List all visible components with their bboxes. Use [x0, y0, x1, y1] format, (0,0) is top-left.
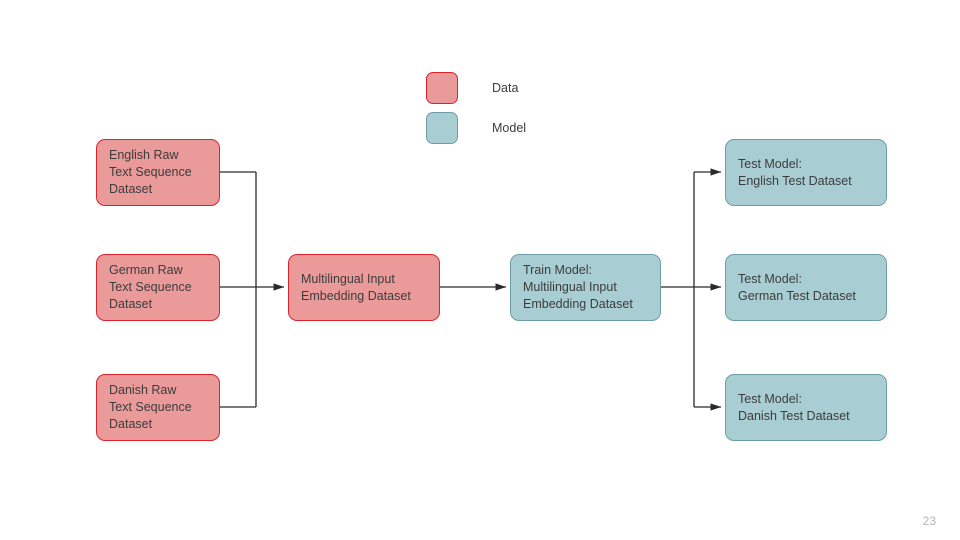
node-test-model-english[interactable]: Test Model: English Test Dataset	[725, 139, 887, 206]
legend-item-model: Model	[426, 108, 526, 148]
node-line: Text Sequence	[109, 280, 192, 294]
node-line: Embedding Dataset	[523, 297, 633, 311]
node-multilingual-embedding-dataset[interactable]: Multilingual Input Embedding Dataset	[288, 254, 440, 321]
node-line: Danish Test Dataset	[738, 408, 850, 423]
legend-swatch-data	[426, 72, 458, 104]
node-line: German Raw	[109, 263, 183, 277]
node-line: Multilingual Input	[301, 271, 395, 286]
legend: Data Model	[426, 68, 526, 148]
node-test-model-danish[interactable]: Test Model: Danish Test Dataset	[725, 374, 887, 441]
node-line: Multilingual Input	[523, 280, 617, 294]
node-line: English Raw	[109, 148, 179, 162]
node-line: Danish Raw	[109, 383, 177, 397]
node-danish-raw-dataset[interactable]: Danish Raw Text Sequence Dataset	[96, 374, 220, 441]
node-line: Text Sequence	[109, 400, 192, 414]
node-line: German Test Dataset	[738, 288, 856, 303]
node-line: Test Model:	[738, 271, 802, 286]
node-line: Train Model:	[523, 263, 593, 277]
node-line: Dataset	[109, 297, 153, 311]
node-english-raw-dataset[interactable]: English Raw Text Sequence Dataset	[96, 139, 220, 206]
node-line: Embedding Dataset	[301, 288, 411, 303]
node-line: Dataset	[109, 182, 153, 196]
legend-label-data: Data	[492, 81, 519, 95]
node-line: Text Sequence	[109, 165, 192, 179]
node-line: Dataset	[109, 417, 153, 431]
node-line: Test Model:	[738, 156, 802, 171]
legend-item-data: Data	[426, 68, 526, 108]
node-test-model-german[interactable]: Test Model: German Test Dataset	[725, 254, 887, 321]
node-line: Test Model:	[738, 391, 802, 406]
node-train-model[interactable]: Train Model: Multilingual Input Embeddin…	[510, 254, 661, 321]
legend-label-model: Model	[492, 121, 527, 135]
legend-swatch-model	[426, 112, 458, 144]
node-german-raw-dataset[interactable]: German Raw Text Sequence Dataset	[96, 254, 220, 321]
page-number: 23	[922, 514, 936, 528]
node-line: English Test Dataset	[738, 173, 852, 188]
